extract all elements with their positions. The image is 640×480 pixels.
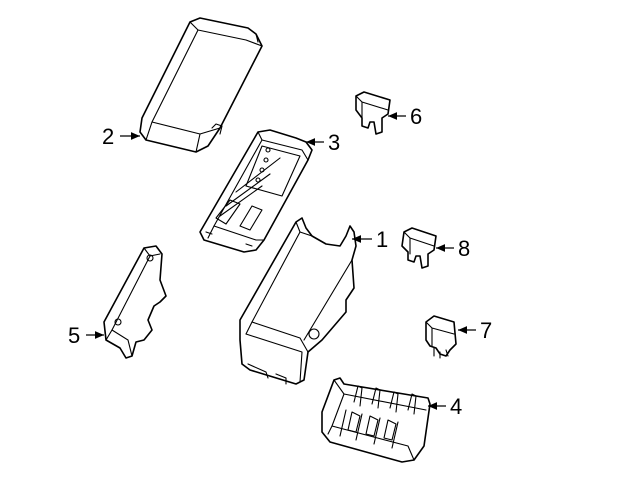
callout-1: 1 [376,227,388,252]
callout-5: 5 [68,323,80,348]
part-5-bracket [103,245,167,359]
callout-3: 3 [328,130,340,155]
part-1-housing [239,217,357,385]
callout-4: 4 [450,394,462,419]
callout-7: 7 [480,318,492,343]
callouts: 2 3 1 6 8 7 4 5 [68,104,492,419]
part-7-relay [425,315,457,359]
part-6-fuse [355,91,391,135]
part-8-fuse [401,227,437,269]
callout-2: 2 [102,124,114,149]
part-2-cover [139,17,263,153]
leaders [86,112,476,410]
callout-8: 8 [458,236,470,261]
callout-6: 6 [410,104,422,129]
part-4-bracket [321,377,431,463]
part-3-carrier [199,129,313,253]
